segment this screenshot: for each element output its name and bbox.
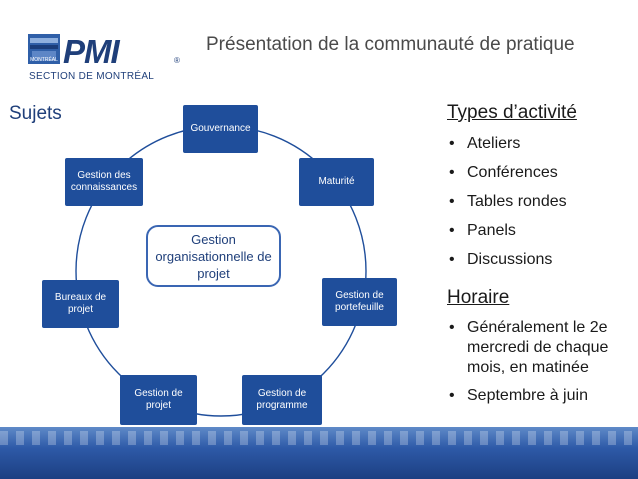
list-item: Généralement le 2e mercredi de chaque mo… — [447, 318, 632, 378]
pmi-logo-graphic: MONTRÉAL PMI ® SECTION DE MONTRÉAL — [28, 33, 180, 82]
list-item: Ateliers — [447, 134, 632, 163]
pmi-logo: MONTRÉAL PMI ® SECTION DE MONTRÉAL — [28, 32, 180, 84]
activities-list: Ateliers Conférences Tables rondes Panel… — [447, 134, 632, 279]
node-gestion-programme: Gestion de programme — [242, 375, 322, 425]
list-item: Septembre à juin — [447, 386, 632, 406]
schedule-list: Généralement le 2e mercredi de chaque mo… — [447, 318, 632, 414]
footer-stripe — [0, 431, 638, 445]
slide-title: Présentation de la communauté de pratiqu… — [206, 34, 575, 55]
center-topic: Gestion organisationnelle de projet — [146, 225, 281, 287]
logo-wordmark: PMI — [63, 33, 121, 70]
node-gestion-projet: Gestion de projet — [120, 375, 197, 425]
list-item: Conférences — [447, 163, 632, 192]
node-gestion-portefeuille: Gestion de portefeuille — [322, 278, 397, 326]
footer-bar — [0, 427, 638, 479]
logo-section: SECTION DE MONTRÉAL — [29, 69, 154, 82]
logo-badge: MONTRÉAL — [30, 56, 58, 63]
list-item: Tables rondes — [447, 192, 632, 221]
list-item: Panels — [447, 221, 632, 250]
node-gestion-connaissances: Gestion des connaissances — [65, 158, 143, 206]
list-item: Discussions — [447, 250, 632, 279]
node-gouvernance: Gouvernance — [183, 105, 258, 153]
node-bureaux-projet: Bureaux de projet — [42, 280, 119, 328]
node-maturite: Maturité — [299, 158, 374, 206]
logo-registered-mark: ® — [174, 56, 180, 65]
activities-heading: Types d’activité — [447, 102, 577, 123]
schedule-heading: Horaire — [447, 287, 510, 308]
subjects-heading: Sujets — [9, 103, 62, 124]
